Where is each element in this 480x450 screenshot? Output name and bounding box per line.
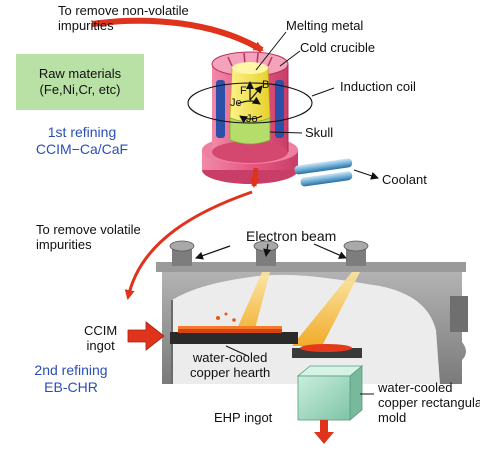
mold-line2: copper rectangular xyxy=(378,395,480,410)
skull-label: Skull xyxy=(305,125,334,140)
first-refining-method: CCIM−Ca/CaF xyxy=(35,141,129,157)
pour-stream xyxy=(249,167,260,188)
ccim-ingot-label: CCIM ingot xyxy=(84,323,117,353)
hearth-label: water-cooled copper hearth xyxy=(190,350,270,380)
mold-line3: mold xyxy=(378,410,407,425)
electron-beam-right xyxy=(292,272,360,346)
coolant-pipes xyxy=(294,158,379,187)
induction-coil-left xyxy=(216,80,225,138)
second-refining-label: 2nd refining EB-CHR xyxy=(16,362,126,396)
vector-f-label: F xyxy=(240,85,247,97)
second-refining-title: 2nd refining xyxy=(34,362,108,378)
vector-jo-label: Jo xyxy=(246,113,258,125)
ccim-ingot-arrow xyxy=(127,321,165,351)
ehp-ingot-label: EHP ingot xyxy=(214,410,273,425)
induction-coil-label: Induction coil xyxy=(340,79,416,94)
rectangular-mold xyxy=(296,365,364,421)
non-volatile-note: To remove non-volatile impurities xyxy=(58,3,189,33)
vector-b-label: B xyxy=(262,79,270,91)
volatile-arrow xyxy=(124,190,253,300)
raw-materials-title: Raw materials xyxy=(38,66,122,81)
vector-je-label: Je xyxy=(230,97,242,109)
volatile-note-line2: impurities xyxy=(36,237,92,252)
induction-coil-right xyxy=(275,80,284,138)
volatile-note: To remove volatile impurities xyxy=(36,222,141,252)
cold-crucible xyxy=(187,51,313,184)
cold-crucible-label: Cold crucible xyxy=(300,40,376,55)
mold-line1: water-cooled xyxy=(378,380,453,395)
raw-materials-elements: (Fe,Ni,Cr, etc) xyxy=(39,82,121,97)
melting-metal-label: Melting metal xyxy=(286,18,364,33)
volatile-note-line1: To remove volatile xyxy=(36,222,141,237)
leader-cold-crucible xyxy=(279,50,301,67)
ehp-ingot-arrow xyxy=(314,420,334,444)
leader-skull xyxy=(269,131,303,134)
first-refining-label: 1st refining CCIM−Ca/CaF xyxy=(22,124,142,158)
raw-materials-box: Raw materials (Fe,Ni,Cr, etc) xyxy=(16,54,144,110)
leader-induction-coil xyxy=(311,87,335,97)
hearth-line2: copper hearth xyxy=(190,365,271,380)
non-volatile-note-line1: To remove non-volatile xyxy=(58,3,189,18)
leader-melting-metal xyxy=(255,31,287,71)
ccim-ingot-line2: ingot xyxy=(86,338,115,353)
ccim-ingot-line1: CCIM xyxy=(84,323,118,338)
electron-beam-left xyxy=(232,272,270,340)
non-volatile-arrow xyxy=(91,17,264,53)
mold-label: water-cooled copper rectangular mold xyxy=(378,380,480,425)
first-refining-title: 1st refining xyxy=(47,124,117,140)
coolant-label: Coolant xyxy=(382,172,427,187)
induction-coil-ring xyxy=(187,82,313,124)
non-volatile-note-line2: impurities xyxy=(58,18,114,33)
electron-beam-label: Electron beam xyxy=(246,228,337,244)
copper-hearth xyxy=(170,332,298,344)
second-refining-method: EB-CHR xyxy=(44,379,98,395)
eb-chamber xyxy=(156,240,468,384)
hearth-line1: water-cooled xyxy=(192,350,268,365)
